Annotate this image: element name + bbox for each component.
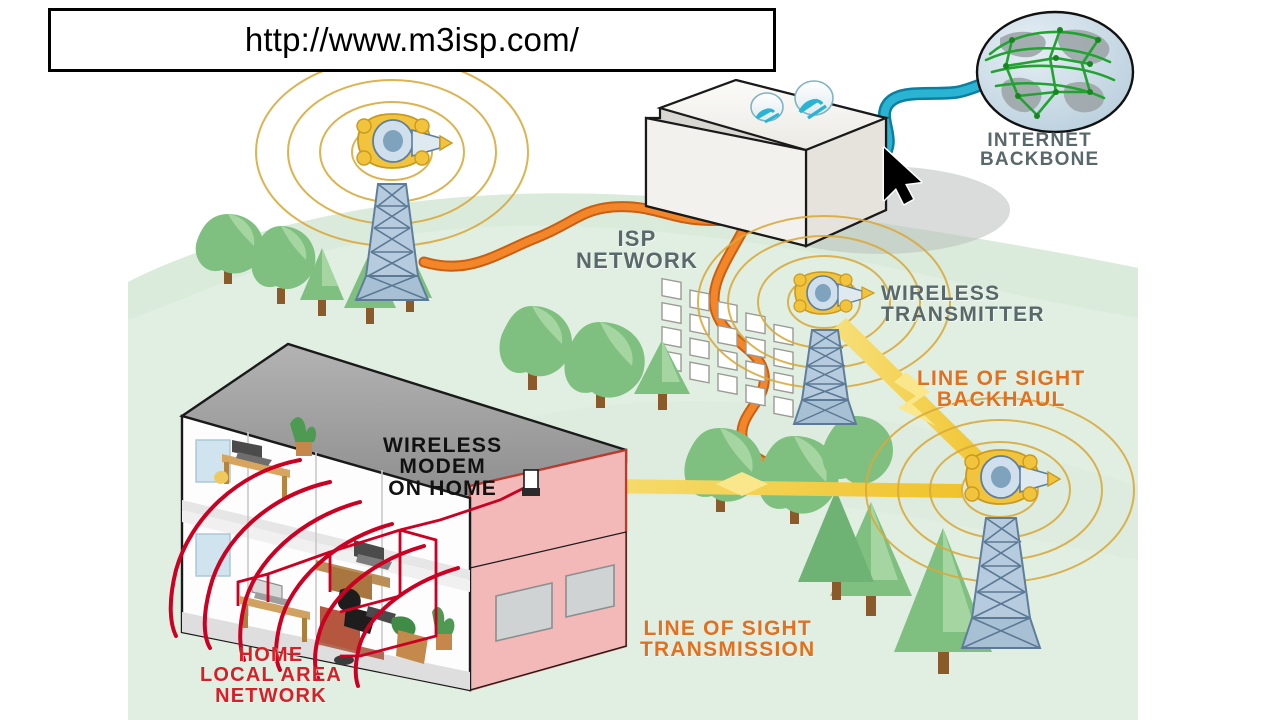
antenna-head-icon xyxy=(964,449,1062,505)
isp-building xyxy=(644,78,890,418)
line-of-sight-backhaul-beam xyxy=(832,318,1000,480)
label-isp-network: ISP NETWORK xyxy=(576,226,699,274)
label-line-of-sight-backhaul: LINE OF SIGHT BACKHAUL xyxy=(917,367,1086,412)
tree-cluster-middle xyxy=(499,306,690,410)
internet-backbone-globe xyxy=(975,10,1135,134)
satellite-dish-icon xyxy=(794,80,834,120)
wireless-modem-icon xyxy=(522,469,540,496)
label-wireless-modem-on-home: WIRELESS MODEM ON HOME xyxy=(383,434,503,500)
house-cutaway xyxy=(168,342,628,692)
label-line-of-sight-transmission: LINE OF SIGHT TRANSMISSION xyxy=(640,617,816,662)
wireless-transmitter-tower xyxy=(792,271,876,425)
label-internet-backbone: INTERNET BACKBONE xyxy=(980,130,1100,171)
wireless-tower-left xyxy=(354,113,454,301)
wireless-tower-right xyxy=(960,449,1062,649)
wifi-signal-arcs xyxy=(168,458,460,688)
label-wireless-transmitter: WIRELESS TRANSMITTER xyxy=(881,282,1045,327)
antenna-head-icon xyxy=(793,271,876,315)
satellite-dish-icon xyxy=(750,92,784,124)
url-text: http://www.m3isp.com/ xyxy=(244,21,580,58)
url-address-box[interactable]: http://www.m3isp.com/ xyxy=(48,8,776,72)
line-of-sight-transmission-beam xyxy=(540,472,962,498)
label-home-local-area-network: HOME LOCAL AREA NETWORK xyxy=(200,644,342,707)
mouse-cursor-icon xyxy=(882,146,923,206)
antenna-head-icon xyxy=(356,113,454,169)
